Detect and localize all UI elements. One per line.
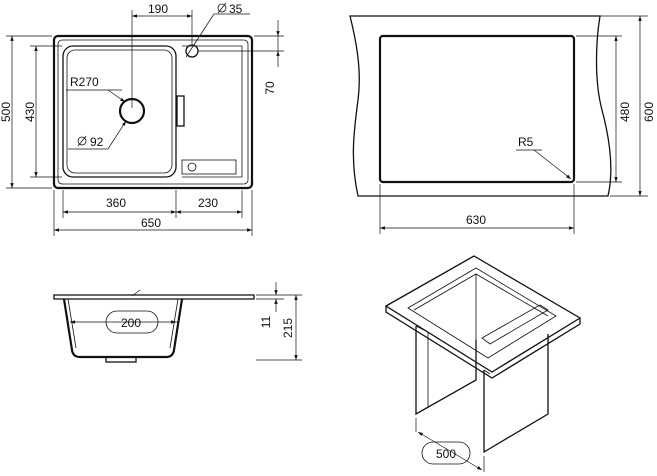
- cutout-hole: [378, 34, 576, 184]
- dim-230-label: 230: [198, 196, 218, 210]
- countertop-outline: [349, 15, 612, 197]
- dim-11-label: 11: [259, 315, 273, 328]
- drainboard-edge: [181, 159, 237, 175]
- iso-leg-left: [415, 326, 477, 416]
- isometric-view: 500: [384, 255, 582, 472]
- dim-500-box: [421, 441, 471, 465]
- divider-bar: [176, 95, 185, 127]
- side-view: 200 11 215: [53, 282, 302, 363]
- tap-hole: [185, 44, 199, 58]
- iso-leg-right: [483, 334, 549, 454]
- dim-600-label: 600: [642, 102, 656, 122]
- side-deck: [53, 294, 255, 300]
- dim-430-label: 430: [23, 102, 37, 122]
- iso-ledge: [481, 304, 549, 345]
- dim-200-label: 200: [121, 316, 141, 330]
- sink-outline: [52, 34, 254, 190]
- dim-35-label: 35: [229, 2, 243, 16]
- sink-inner-outline: [57, 39, 249, 185]
- dim-iso-500-label: 500: [436, 447, 456, 461]
- dim-190-label: 190: [148, 2, 168, 16]
- drainboard: [182, 45, 243, 178]
- top-view: 190 35 R270 92 500 430 70: [0, 2, 284, 236]
- dim-480-label: 480: [618, 102, 632, 122]
- dim-500-label: 500: [0, 102, 13, 122]
- dim-r270-label: R270: [70, 75, 99, 89]
- iso-top-inner: [407, 267, 557, 359]
- dim-r5-label: R5: [518, 135, 534, 149]
- dim-200-box: [105, 310, 159, 334]
- dim-92-label: 92: [90, 135, 104, 149]
- dim-360-label: 360: [106, 196, 126, 210]
- bowl-outline: [62, 45, 177, 178]
- bowl-inner: [66, 49, 173, 174]
- dim-650-label: 650: [141, 216, 161, 230]
- dim-215-label: 215: [281, 318, 295, 338]
- diameter-symbol-icon: [77, 136, 87, 146]
- diameter-symbol-icon: [217, 3, 227, 13]
- overflow-hole: [187, 162, 197, 172]
- cutout-view: R5 480 600 630: [349, 15, 656, 234]
- dim-70-label: 70: [263, 81, 277, 95]
- dim-630-label: 630: [466, 213, 486, 227]
- side-drain: [105, 356, 137, 363]
